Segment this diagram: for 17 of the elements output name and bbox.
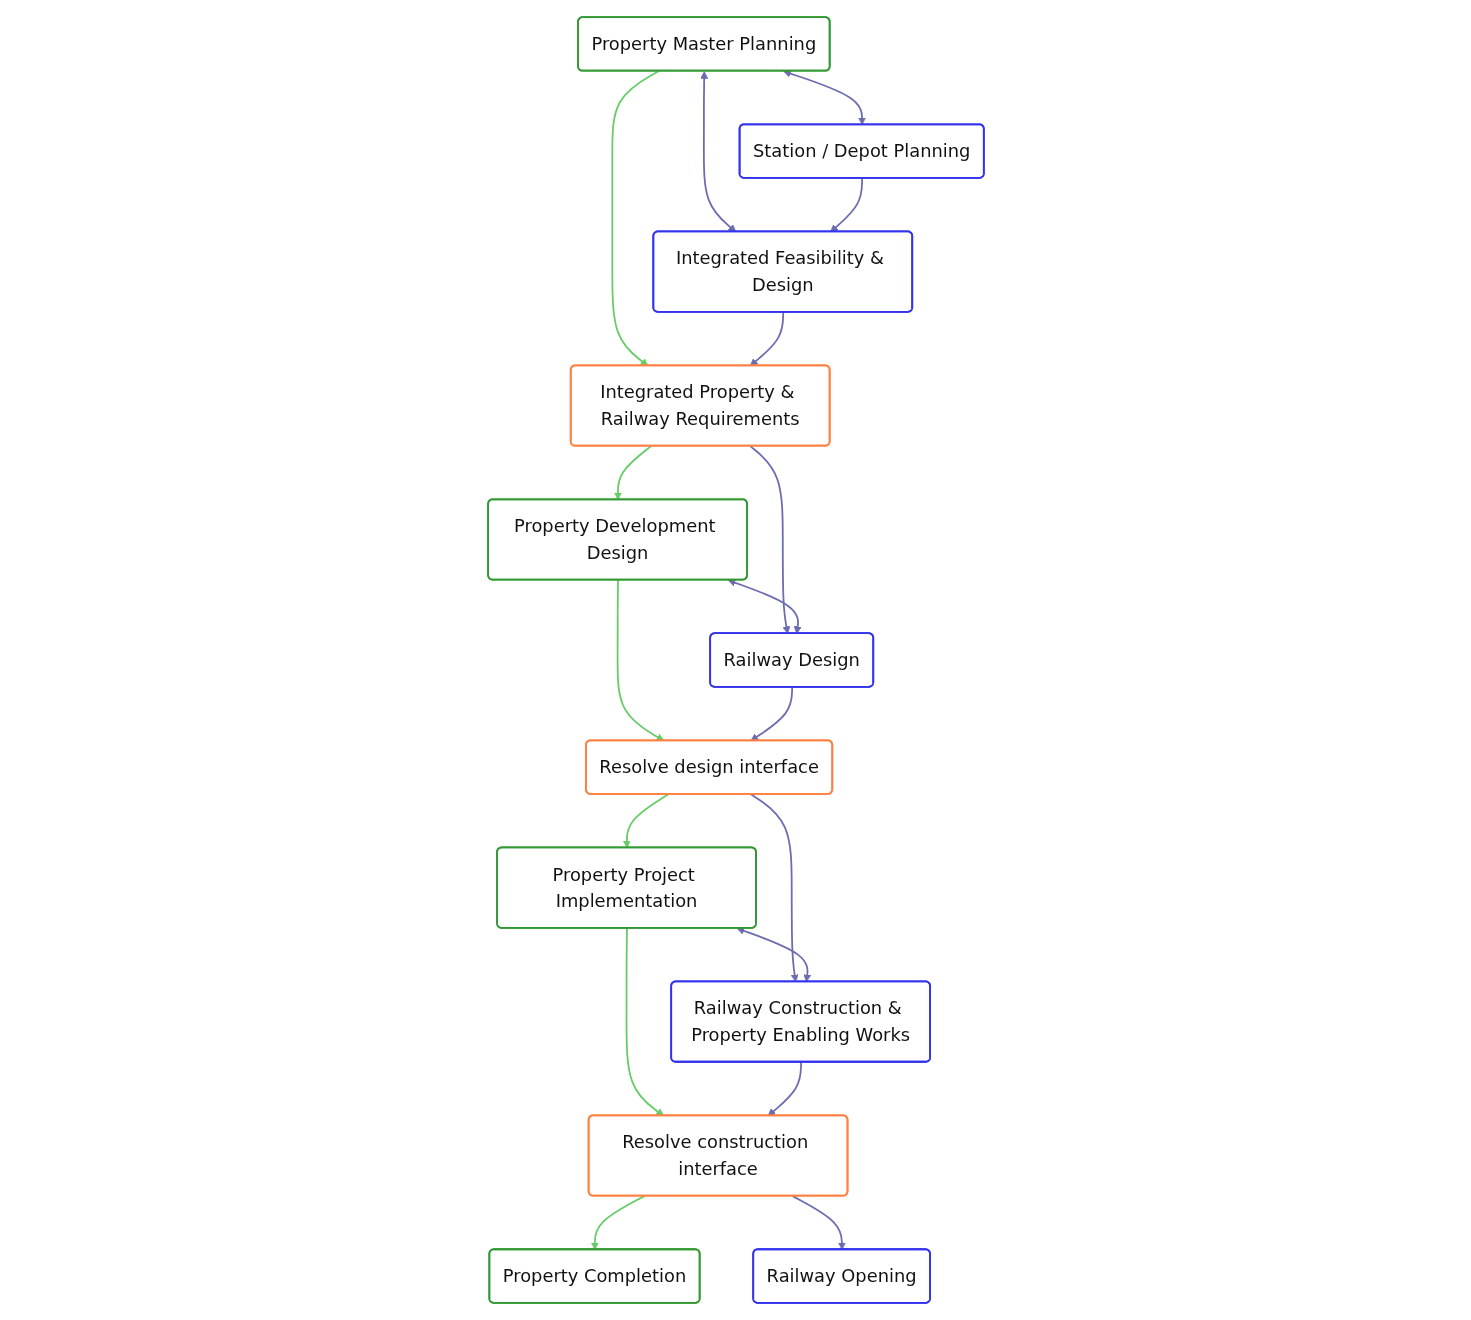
arrow [767,1061,802,1117]
arrow [791,1195,846,1251]
arrow [750,686,793,742]
arrow [610,70,659,367]
arrow [829,177,863,233]
arrow [749,311,784,367]
arrow [622,793,669,849]
arrow [727,578,802,634]
arrow [590,1195,645,1251]
arrow [749,793,799,983]
arrow [699,71,736,233]
arrow [625,927,664,1117]
arrow [613,445,652,501]
arrow [748,445,790,634]
arrow [736,927,811,983]
arrow [616,579,664,742]
arrow [782,69,866,126]
